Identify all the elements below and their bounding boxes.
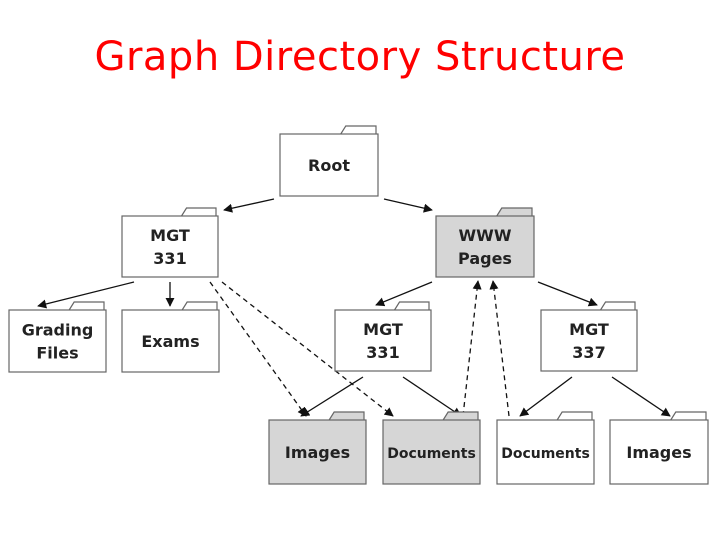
- edge-mgt331b-to-images1: [300, 376, 364, 417]
- folder-label: Pages: [458, 249, 512, 268]
- folder-label: 337: [572, 343, 605, 362]
- folder-label: Images: [626, 443, 691, 462]
- edge-www-to-mgt331b: [375, 281, 433, 307]
- folder-body: [609, 419, 709, 485]
- edge-mgt331a-to-images1: [209, 281, 307, 417]
- folder-mgt331a: MGT 331: [121, 207, 219, 278]
- folder-label: Files: [36, 344, 78, 363]
- folder-label: Documents: [387, 446, 476, 462]
- folder-exams: Exams: [121, 301, 220, 373]
- folder-tab: [181, 207, 217, 217]
- edge-root-to-www: [383, 198, 433, 213]
- folder-body: [496, 419, 595, 485]
- folder-tab: [496, 207, 533, 217]
- folder-tab: [670, 411, 707, 421]
- folder-label: Documents: [501, 446, 590, 462]
- folder-body: [279, 133, 379, 197]
- folder-body: [8, 309, 107, 373]
- folder-tab: [328, 411, 365, 421]
- folder-label: MGT: [363, 320, 403, 339]
- folder-tab: [442, 411, 479, 421]
- folder-images1: Images: [268, 411, 367, 485]
- edge-documents1-to-www: [462, 280, 482, 417]
- folder-label: MGT: [150, 226, 190, 245]
- edge-mgt331a-to-documents1: [221, 281, 394, 417]
- page-title: Graph Directory Structure: [94, 34, 626, 80]
- folder-label: Images: [285, 443, 350, 462]
- folder-tab: [181, 301, 218, 311]
- folder-tab: [394, 301, 430, 311]
- folder-label: Grading: [22, 321, 94, 340]
- folder-tab: [68, 301, 105, 311]
- folder-label: 331: [153, 249, 186, 268]
- folder-label: Root: [308, 156, 350, 175]
- edge-mgt331a-to-grading: [37, 281, 135, 309]
- edge-mgt331b-to-documents1: [402, 376, 462, 417]
- folder-mgt337: MGT 337: [540, 301, 638, 372]
- folder-label: 331: [366, 343, 399, 362]
- folder-www: WWW Pages: [435, 207, 535, 278]
- folder-body: [540, 309, 638, 372]
- edge-www-to-mgt337: [537, 281, 598, 307]
- edge-mgt337-to-images2: [611, 376, 671, 417]
- folder-tab: [600, 301, 636, 311]
- folder-tab: [556, 411, 593, 421]
- folder-body: [121, 215, 219, 278]
- folder-body: [121, 309, 220, 373]
- folder-images2: Images: [609, 411, 709, 485]
- edges-layer: [37, 198, 671, 417]
- folder-root: Root: [279, 125, 379, 197]
- folder-mgt331b: MGT 331: [334, 301, 432, 372]
- folder-body: [435, 215, 535, 278]
- edge-root-to-mgt331a: [223, 198, 275, 213]
- edge-mgt337-to-documents2: [519, 376, 573, 417]
- folder-documents1: Documents: [382, 411, 481, 485]
- folder-label: Exams: [141, 332, 199, 351]
- folder-label: MGT: [569, 320, 609, 339]
- folder-label: WWW: [459, 226, 512, 245]
- folder-tab: [340, 125, 377, 135]
- folder-documents2: Documents: [496, 411, 595, 485]
- folder-body: [334, 309, 432, 372]
- folder-body: [268, 419, 367, 485]
- folder-body: [382, 419, 481, 485]
- edge-documents2-to-www: [489, 280, 510, 417]
